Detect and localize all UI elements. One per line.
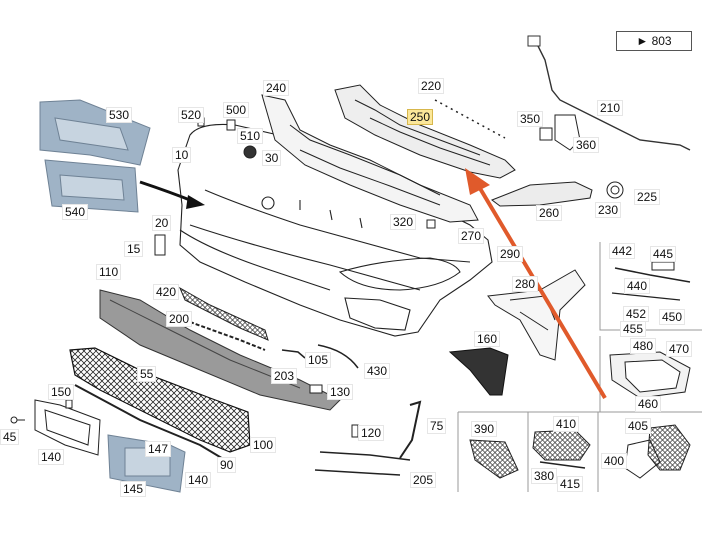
part-label-442: 442 bbox=[609, 243, 636, 259]
part-label-140-left: 140 bbox=[38, 449, 65, 465]
trim-75 bbox=[399, 400, 422, 459]
part-label-320: 320 bbox=[390, 214, 417, 230]
part-label-120: 120 bbox=[358, 425, 385, 441]
part-label-430: 430 bbox=[364, 363, 391, 379]
lower-insert-160 bbox=[448, 347, 509, 396]
part-label-510: 510 bbox=[237, 128, 264, 144]
air-duct-530 bbox=[39, 99, 151, 166]
part-label-160: 160 bbox=[474, 331, 501, 347]
part-label-280: 280 bbox=[512, 276, 539, 292]
part-label-290: 290 bbox=[497, 246, 524, 262]
part-label-203: 203 bbox=[271, 368, 298, 384]
part-label-10: 10 bbox=[172, 147, 192, 163]
upper-bracket-240 bbox=[261, 94, 479, 223]
part-label-405: 405 bbox=[625, 418, 652, 434]
part-label-45: 45 bbox=[0, 429, 20, 445]
part-label-240: 240 bbox=[263, 80, 290, 96]
cable-harness-210 bbox=[534, 39, 691, 151]
orange-callout-arrow bbox=[476, 183, 607, 400]
part-label-260: 260 bbox=[536, 205, 563, 221]
seal-strip-220 bbox=[434, 99, 506, 139]
part-label-205: 205 bbox=[410, 472, 437, 488]
part-label-140-right: 140 bbox=[185, 472, 212, 488]
part-label-480: 480 bbox=[630, 338, 657, 354]
part-label-520: 520 bbox=[178, 107, 205, 123]
part-label-105: 105 bbox=[305, 352, 332, 368]
part-label-220: 220 bbox=[418, 78, 445, 94]
part-label-460: 460 bbox=[635, 396, 662, 412]
part-label-130: 130 bbox=[327, 384, 354, 400]
part-label-55: 55 bbox=[137, 366, 157, 382]
cross-reference-box: ► 803 bbox=[616, 31, 692, 51]
trim-205 bbox=[314, 469, 401, 476]
part-label-530: 530 bbox=[106, 107, 133, 123]
chrome-surround-480 bbox=[609, 351, 691, 399]
part-label-150: 150 bbox=[48, 384, 75, 400]
part-label-445: 445 bbox=[650, 246, 677, 262]
part-label-210: 210 bbox=[597, 100, 624, 116]
grille-410 bbox=[532, 429, 591, 461]
part-label-420: 420 bbox=[153, 284, 180, 300]
part-label-200: 200 bbox=[166, 311, 193, 327]
part-label-30: 30 bbox=[262, 150, 282, 166]
part-label-440: 440 bbox=[624, 278, 651, 294]
part-label-225: 225 bbox=[634, 189, 661, 205]
part-label-470: 470 bbox=[666, 341, 693, 357]
grille-390 bbox=[469, 439, 519, 479]
sensor-230 bbox=[606, 181, 624, 199]
chrome-strip-420 bbox=[178, 286, 269, 341]
part-label-15: 15 bbox=[124, 241, 144, 257]
emblem-strip-440 bbox=[611, 261, 691, 301]
part-label-450: 450 bbox=[659, 309, 686, 325]
part-label-415: 415 bbox=[557, 476, 584, 492]
air-duct-540 bbox=[44, 159, 139, 213]
part-label-400: 400 bbox=[601, 453, 628, 469]
plate-bracket-140 bbox=[34, 399, 101, 456]
part-label-90: 90 bbox=[217, 457, 237, 473]
part-label-75: 75 bbox=[427, 418, 447, 434]
part-label-380: 380 bbox=[531, 468, 558, 484]
side-bracket-260 bbox=[490, 181, 593, 207]
part-label-360: 360 bbox=[573, 137, 600, 153]
part-label-455: 455 bbox=[620, 321, 647, 337]
part-label-500: 500 bbox=[223, 102, 250, 118]
part-label-250: 250 bbox=[407, 109, 434, 125]
insert-405 bbox=[647, 424, 691, 471]
part-label-147: 147 bbox=[145, 441, 172, 457]
part-label-270: 270 bbox=[458, 228, 485, 244]
part-label-20: 20 bbox=[152, 215, 172, 231]
part-label-540: 540 bbox=[62, 204, 89, 220]
part-label-230: 230 bbox=[595, 202, 622, 218]
part-label-100: 100 bbox=[250, 437, 277, 453]
inset-panel-frames bbox=[457, 242, 702, 492]
part-label-410: 410 bbox=[553, 416, 580, 432]
part-label-390: 390 bbox=[471, 421, 498, 437]
part-label-350: 350 bbox=[517, 111, 544, 127]
part-label-110: 110 bbox=[96, 264, 122, 280]
trim-strip-90 bbox=[74, 384, 226, 461]
part-label-452: 452 bbox=[623, 306, 650, 322]
trim-430 bbox=[317, 344, 359, 369]
part-label-145: 145 bbox=[120, 481, 147, 497]
upper-support-250 bbox=[334, 84, 516, 179]
